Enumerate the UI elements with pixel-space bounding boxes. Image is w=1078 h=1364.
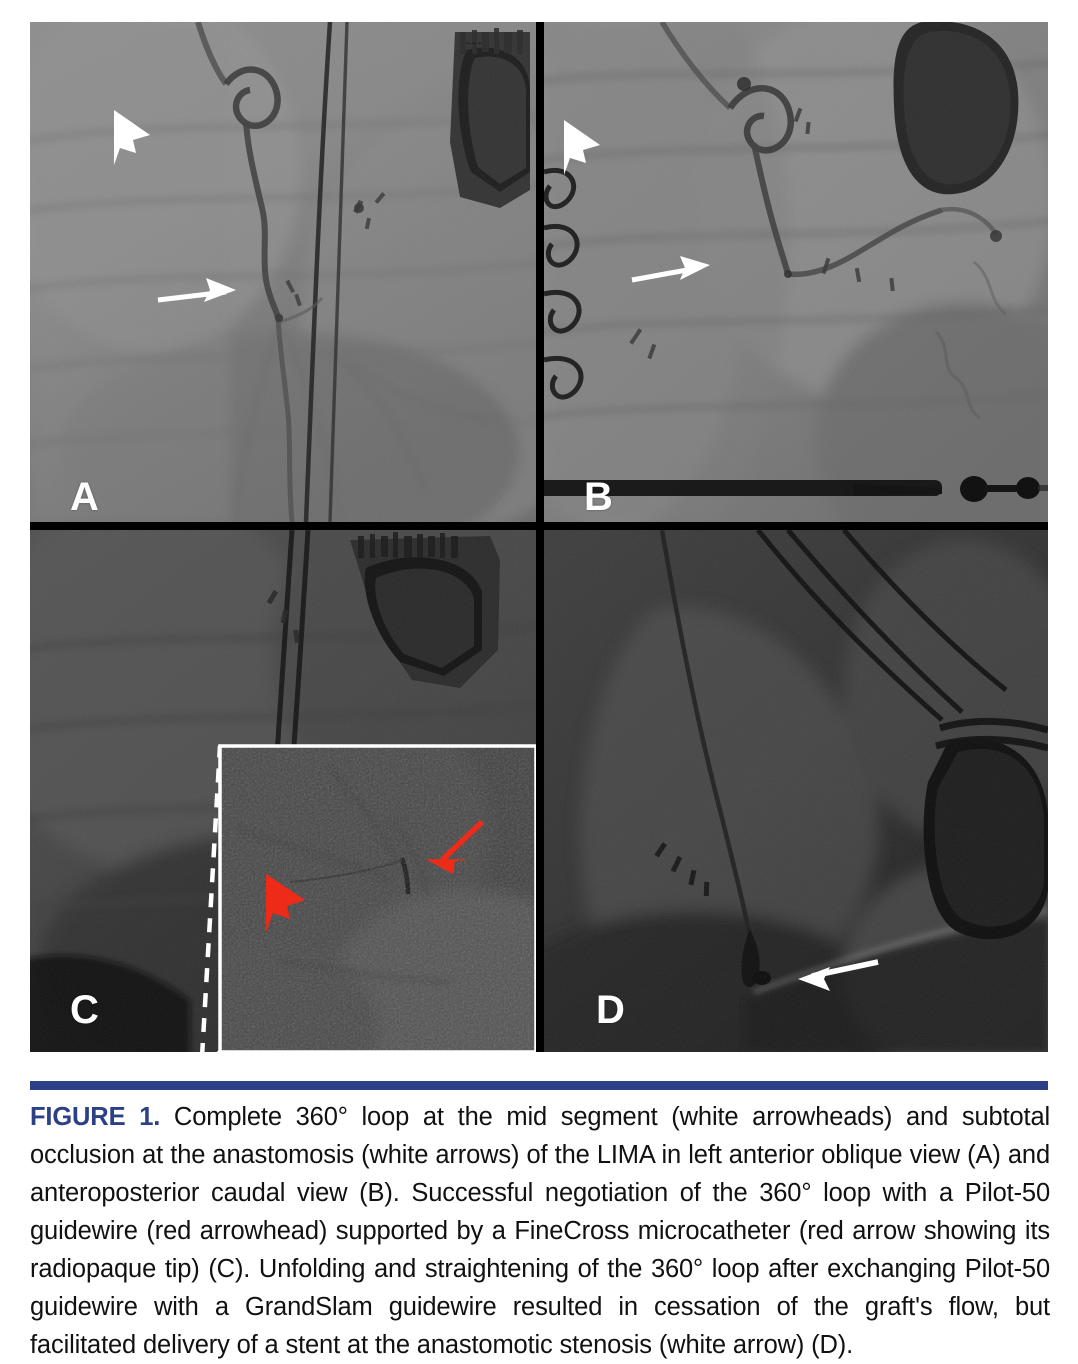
white-arrow-b xyxy=(631,256,710,283)
panel-grid: ⌁⌁⌁ xyxy=(30,22,1048,1052)
white-arrow-a xyxy=(157,278,236,303)
figure-caption-text: Complete 360° loop at the mid segment (w… xyxy=(30,1103,1050,1359)
guiding-catheter-shaft xyxy=(544,476,1048,502)
panel-label-d: D xyxy=(596,988,625,1032)
fluoroscopy-image-b xyxy=(544,22,1048,522)
figure-number: FIGURE 1. xyxy=(30,1103,161,1131)
white-arrow-d xyxy=(798,959,879,991)
caption-rule xyxy=(30,1081,1048,1090)
panel-label-b: B xyxy=(584,475,613,519)
fluoroscopy-image-d xyxy=(544,530,1048,1052)
magnified-inset xyxy=(218,744,536,1052)
red-arrow-c xyxy=(425,820,484,875)
fluoroscopy-image-a: ⌁⌁⌁ xyxy=(30,22,536,522)
white-arrowhead-a xyxy=(114,110,150,165)
red-arrowhead-c xyxy=(266,874,305,932)
panel-b: B xyxy=(544,22,1048,522)
fluoroscopy-image-c xyxy=(30,530,536,1052)
panel-label-a: A xyxy=(70,475,99,519)
panel-d: D xyxy=(544,530,1048,1052)
figure-caption: FIGURE 1. Complete 360° loop at the mid … xyxy=(30,1098,1050,1364)
panel-c: C xyxy=(30,530,536,1052)
white-arrowhead-b xyxy=(564,120,600,175)
inset-connector-lines xyxy=(200,745,223,1052)
panel-a: ⌁⌁⌁ xyxy=(30,22,536,522)
panel-label-c: C xyxy=(70,988,99,1032)
